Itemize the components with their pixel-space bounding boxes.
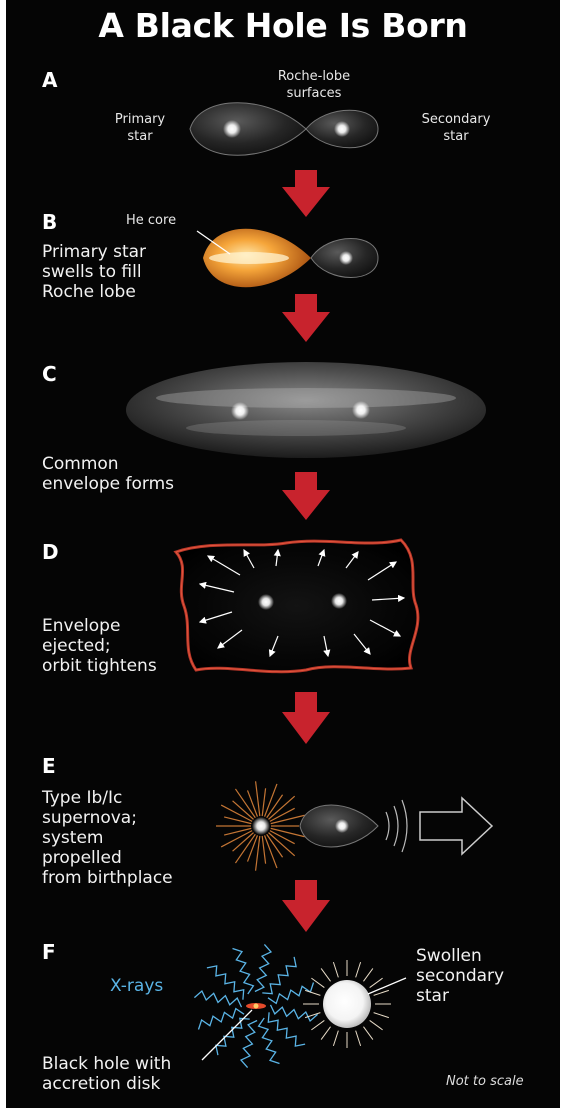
star-spark: [356, 1031, 361, 1046]
burst-ray: [271, 815, 305, 823]
roche-lobe-label: Roche-lobe surfaces: [264, 68, 364, 102]
xray-wave: [194, 991, 241, 1007]
burst-ray: [262, 836, 265, 864]
xray-wave: [233, 949, 254, 995]
arrow-d-to-e: [282, 692, 330, 744]
step-d-letter: D: [42, 540, 59, 564]
star-spark: [321, 1027, 330, 1040]
common-envelope: [126, 362, 486, 458]
xray-wave: [259, 1018, 280, 1064]
propulsion-arrow: [420, 798, 492, 854]
burst-ray: [224, 828, 251, 835]
black-hole-label: Black hole with accretion disk: [42, 1054, 171, 1094]
not-to-scale-note: Not to scale: [446, 1074, 524, 1089]
burst-ray: [256, 836, 260, 871]
step-a-letter: A: [42, 68, 57, 92]
star-spark: [321, 968, 330, 981]
primary-star-label: Primary star: [100, 111, 180, 145]
step-e-letter: E: [42, 754, 56, 778]
burst-ray: [224, 817, 251, 824]
diagram-panel: A Black Hole Is Born A Primary star Roch…: [6, 0, 560, 1108]
step-e-caption: Type Ib/Ic supernova; system propelled f…: [42, 788, 173, 888]
star-spark: [333, 962, 338, 977]
star-spark: [356, 962, 361, 977]
xray-wave: [271, 1005, 318, 1021]
star-spark: [370, 978, 383, 987]
he-core-label: He core: [126, 212, 176, 229]
star-spark: [305, 990, 320, 995]
secondary-star-label: Secondary star: [406, 111, 506, 145]
roche-lobe-binary: [190, 103, 378, 156]
xray-wave: [199, 1009, 245, 1030]
arrow-e-to-f: [282, 880, 330, 932]
star-spark: [311, 1020, 324, 1029]
black-hole-binary: [194, 944, 406, 1067]
swollen-secondary-label: Swollen secondary star: [416, 946, 504, 1006]
burst-ray: [221, 805, 252, 821]
swollen-primary-binary: [197, 229, 378, 288]
page-title: A Black Hole Is Born: [6, 6, 560, 45]
step-d-caption: Envelope ejected; orbit tightens: [42, 616, 157, 676]
step-b-letter: B: [42, 210, 57, 234]
ejected-envelope: [176, 540, 418, 672]
step-c-letter: C: [42, 362, 57, 386]
step-f-letter: F: [42, 940, 56, 964]
xray-wave: [268, 983, 314, 1004]
burst-ray: [256, 781, 260, 816]
burst-ray: [221, 831, 252, 847]
xray-wave: [255, 944, 271, 991]
star-spark: [363, 1027, 372, 1040]
xray-wave: [241, 1021, 257, 1068]
xrays-label: X-rays: [110, 976, 163, 996]
burst-ray: [268, 796, 294, 819]
arrow-a-to-b: [282, 170, 330, 217]
arrow-c-to-d: [282, 472, 330, 520]
step-b-caption: Primary star swells to fill Roche lobe: [42, 242, 146, 302]
star-spark: [333, 1031, 338, 1046]
star-spark: [374, 1013, 389, 1018]
supernova-burst: [216, 781, 492, 870]
arrow-b-to-c: [282, 294, 330, 342]
star-spark: [363, 968, 372, 981]
burst-ray: [262, 788, 265, 816]
star-spark: [370, 1020, 383, 1029]
burst-ray: [268, 833, 294, 856]
burst-ray: [271, 828, 305, 836]
diagram-artwork: [6, 0, 560, 1108]
step-c-caption: Common envelope forms: [42, 454, 174, 494]
